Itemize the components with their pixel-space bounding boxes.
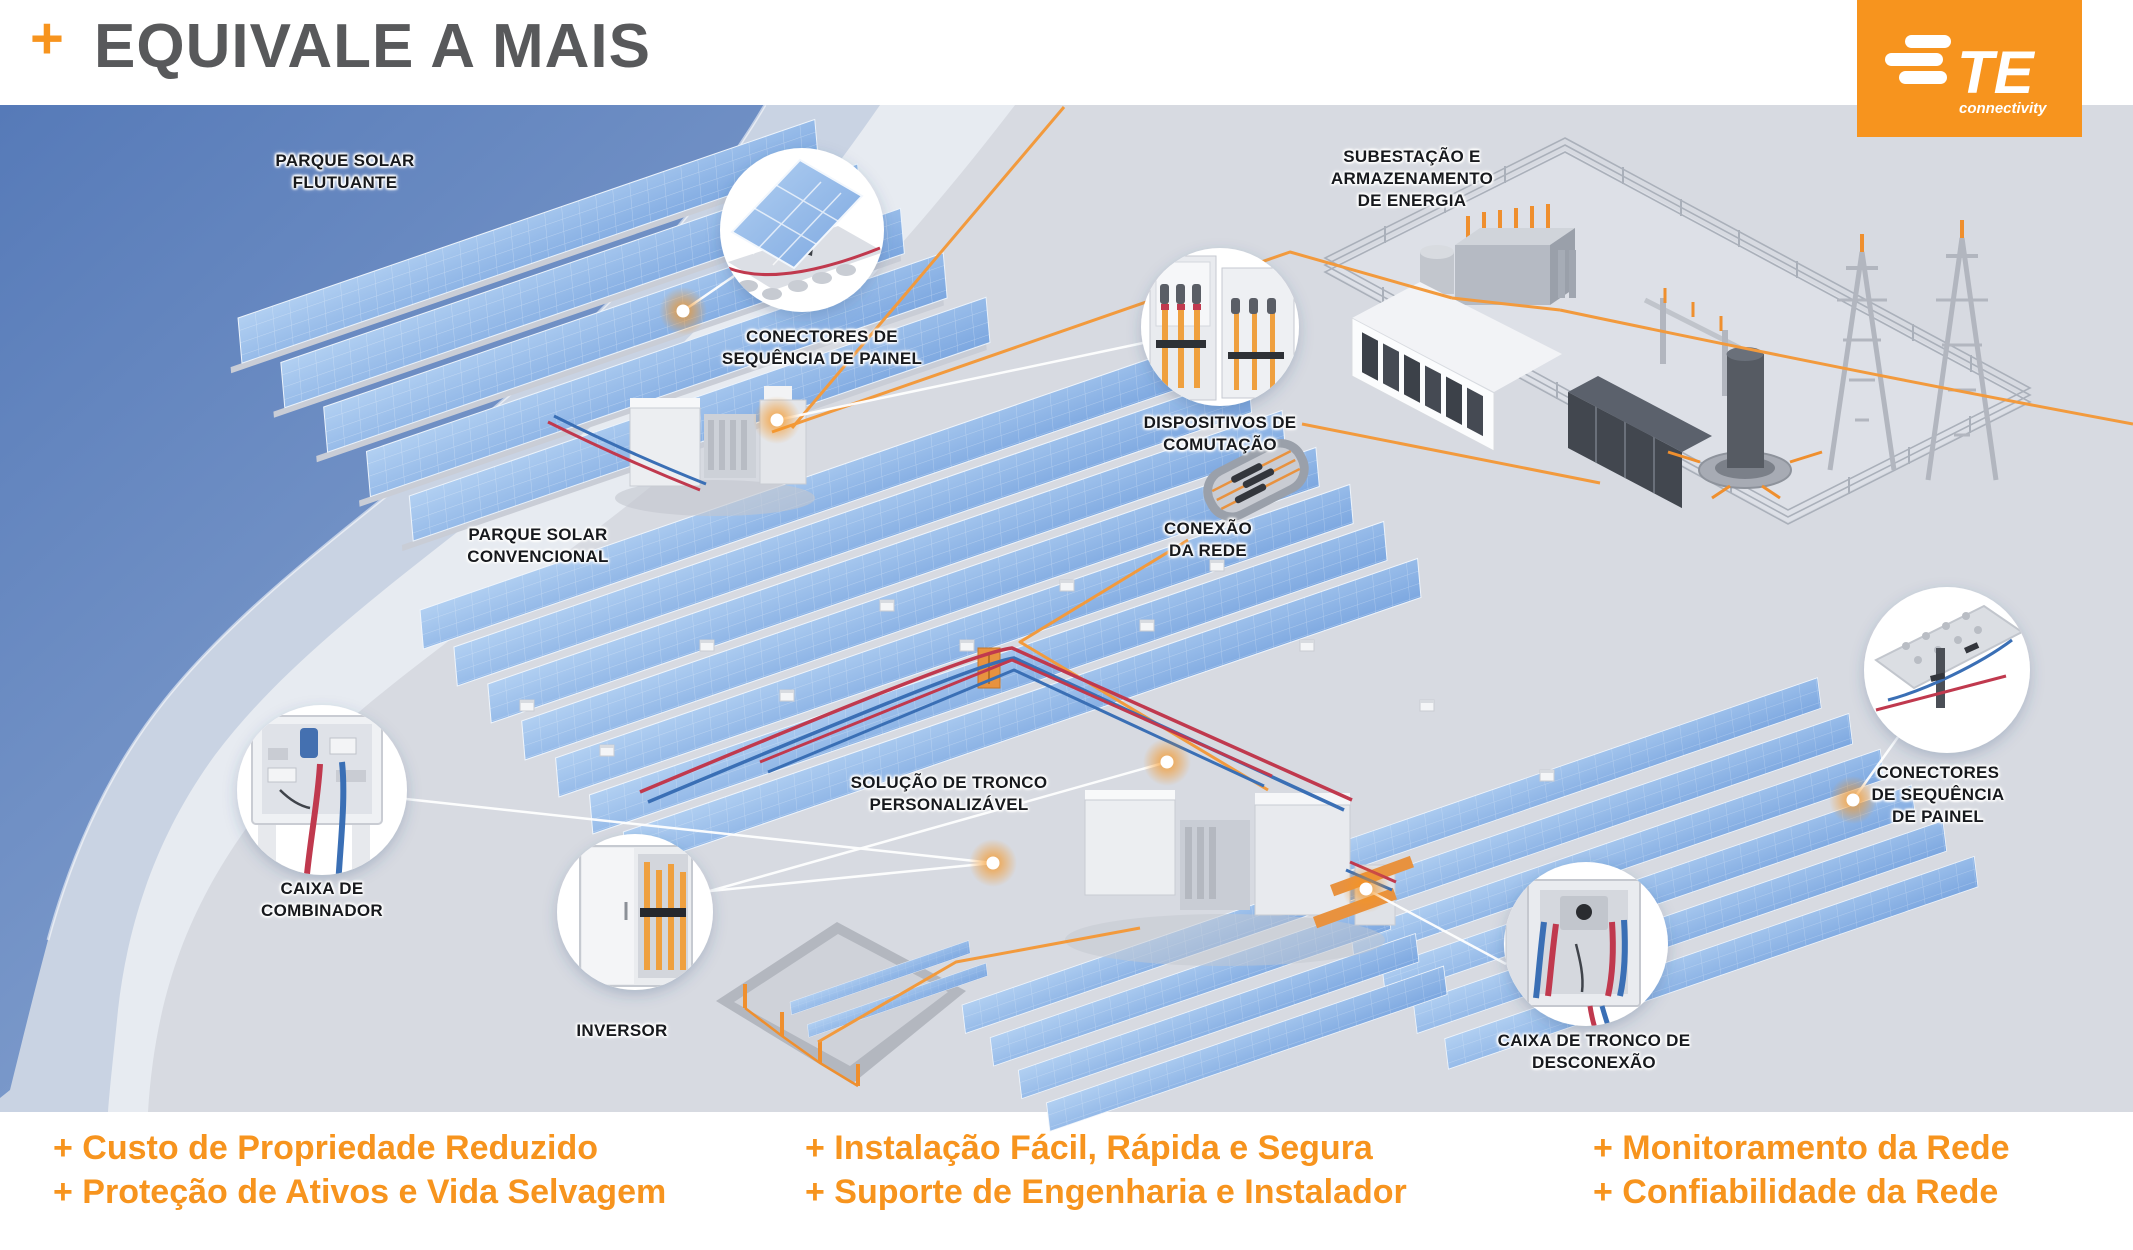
label-parque-solar-convencional: PARQUE SOLAR CONVENCIONAL bbox=[467, 525, 609, 566]
substation-vault bbox=[1667, 347, 1823, 500]
substation-racks bbox=[1568, 376, 1712, 509]
label-caixa-tronco-desconexao: CAIXA DE TRONCO DE DESCONEXÃO bbox=[1497, 1031, 1691, 1072]
label-parque-solar-flutuante: PARQUE SOLAR FLUTUANTE bbox=[275, 151, 415, 192]
label-inversor: INVERSOR bbox=[576, 1021, 668, 1040]
callout-trunk-disconnect-box bbox=[1504, 862, 1668, 1026]
plus-icon: + bbox=[30, 6, 64, 71]
callout-panel-sequence-left bbox=[720, 148, 884, 312]
te-logo-mark: TE connectivity bbox=[1857, 0, 2082, 137]
te-logo-text: TE bbox=[1957, 39, 2036, 106]
water bbox=[0, 105, 765, 1098]
benefit-item: + Monitoramento da Rede bbox=[1593, 1129, 2010, 1167]
substation-battery-container bbox=[1351, 282, 1562, 452]
callout-inverter bbox=[557, 834, 713, 990]
label-dispositivos-de-comutacao: DISPOSITIVOS DE COMUTAÇÃO bbox=[1143, 413, 1297, 454]
label-conexao-da-rede: CONEXÃO DA REDE bbox=[1163, 519, 1253, 560]
benefits-column-2: + Instalação Fácil, Rápida e Segura + Su… bbox=[805, 1126, 1407, 1214]
label-conectores-sequencia-painel-1: CONECTORES DE SEQUÊNCIA DE PAINEL bbox=[721, 327, 923, 368]
substation bbox=[1323, 137, 2032, 525]
label-solucao-de-tronco: SOLUÇÃO DE TRONCO PERSONALIZÁVEL bbox=[850, 773, 1048, 814]
benefit-item: + Instalação Fácil, Rápida e Segura bbox=[805, 1129, 1373, 1167]
glow-dots bbox=[659, 287, 1877, 913]
te-logo-tagline: connectivity bbox=[1959, 100, 2047, 117]
callout-panel-sequence-right bbox=[1864, 587, 2030, 753]
substation-transformer bbox=[1420, 204, 1576, 305]
benefits-column-3: + Monitoramento da Rede + Confiabilidade… bbox=[1593, 1126, 2010, 1214]
grid-connection-trench bbox=[1203, 439, 1309, 521]
mv-trunk-lines bbox=[771, 106, 2133, 1044]
callout-leaders bbox=[405, 274, 1900, 966]
header: + EQUIVALE A MAIS bbox=[0, 0, 2133, 105]
label-conectores-sequencia-painel-2: CONECTORES DE SEQUÊNCIA DE PAINEL bbox=[1871, 763, 2005, 826]
benefits-column-1: + Custo de Propriedade Reduzido + Proteç… bbox=[53, 1126, 666, 1214]
callout-switching-devices bbox=[1141, 248, 1299, 406]
transmission-towers bbox=[1827, 220, 1999, 481]
label-subestacao-armazenamento: SUBESTAÇÃO E ARMAZENAMENTO DE ENERGIA bbox=[1330, 147, 1494, 210]
label-caixa-de-combinador: CAIXA DE COMBINADOR bbox=[261, 879, 383, 920]
benefit-item: + Confiabilidade da Rede bbox=[1593, 1173, 1999, 1211]
page-title: EQUIVALE A MAIS bbox=[94, 12, 651, 81]
benefit-item: + Custo de Propriedade Reduzido bbox=[53, 1129, 599, 1167]
dc-cables bbox=[547, 414, 1397, 892]
trench-pit bbox=[716, 922, 991, 1088]
te-connectivity-logo: TE connectivity bbox=[1857, 0, 2082, 137]
trunk-solution-skid bbox=[1065, 790, 1414, 966]
benefit-item: + Proteção de Ativos e Vida Selvagem bbox=[53, 1173, 667, 1211]
benefit-item: + Suporte de Engenharia e Instalador bbox=[805, 1173, 1407, 1211]
callout-combiner-box bbox=[237, 705, 407, 875]
